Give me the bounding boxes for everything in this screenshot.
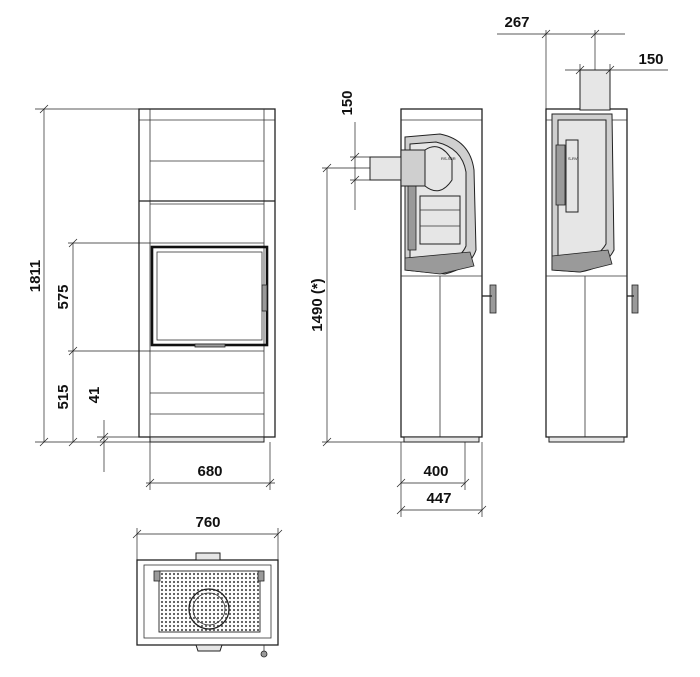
dim-pipe-side: 150 [339,90,356,115]
firebox-door [150,245,269,347]
dim-firebox-height: 575 [55,284,72,309]
side-dimensions: 150 1490 (*) 400 447 [309,90,487,517]
dim-pipe-rear: 150 [638,51,663,68]
dim-side-depth-total: 447 [426,490,451,507]
dim-base-height: 515 [55,384,72,409]
rear-view: S-RV [545,69,639,443]
rear-flue-pipe [579,69,611,111]
front-body [138,108,276,438]
side-view: RS-S3R [369,108,497,443]
front-plinth [149,436,265,443]
top-grille [158,570,261,633]
dim-total-height: 1811 [27,260,44,293]
dim-front-width: 680 [197,463,222,480]
rear-handle [631,284,639,314]
front-view [138,108,276,443]
dim-plinth-height: 41 [86,387,103,404]
rear-part-code: S-RV [568,156,578,161]
rear-dimensions: 267 150 [497,14,668,109]
side-plinth [403,436,480,443]
dim-rear-offset: 267 [504,14,529,31]
top-flue-opening [188,588,230,630]
top-view: 760 [132,514,283,658]
side-part-code: RS-S3R [441,156,456,161]
door-handle [261,284,268,312]
dim-side-depth: 400 [423,463,448,480]
dim-top-width: 760 [195,514,220,531]
front-dimensions: 1811 575 515 41 680 [27,104,275,490]
dim-connection-height: 1490 (*) [309,278,326,331]
side-handle [489,284,497,314]
rear-plinth [548,436,625,443]
